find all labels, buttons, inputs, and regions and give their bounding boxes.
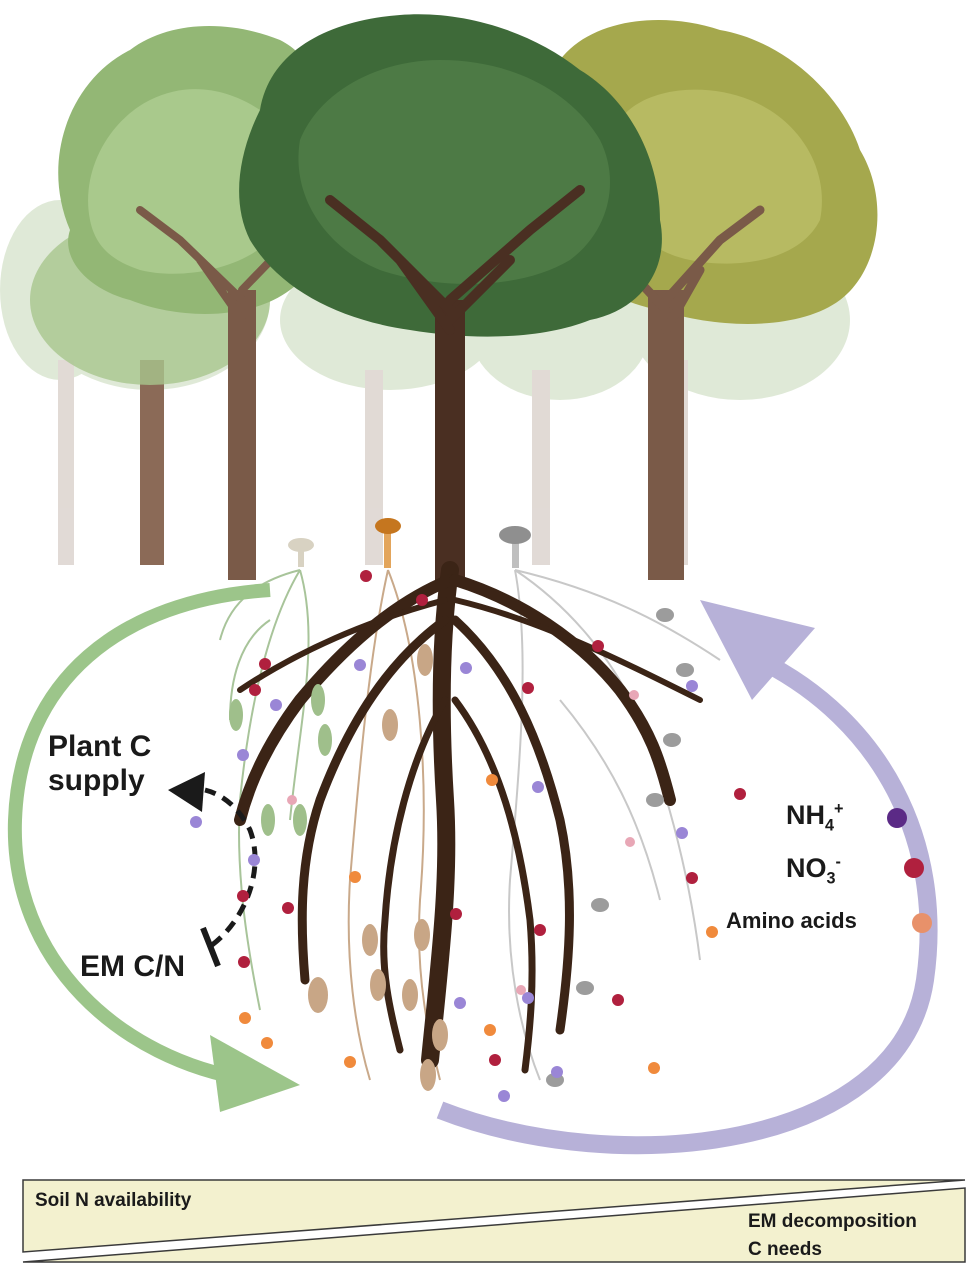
em-cn-label: EM C/N — [80, 950, 185, 983]
amino-acids-legend-dot — [912, 913, 932, 933]
nh4-sub: 4 — [825, 816, 835, 835]
no3-label: NO3- — [786, 853, 841, 888]
no3-sub: 3 — [826, 869, 836, 888]
no3-base: NO — [786, 853, 827, 883]
nh4-label: NH4+ — [786, 800, 843, 835]
nh4-base: NH — [786, 800, 825, 830]
plant-c-line1: Plant C — [48, 730, 152, 763]
root-tips — [229, 608, 694, 1091]
no3-sup: - — [835, 853, 841, 871]
c-needs-label: C needs — [748, 1239, 822, 1260]
nh4-legend-dot — [887, 808, 907, 828]
nitrogen-particles — [190, 570, 746, 1102]
green-cycle-arrow — [7, 583, 300, 1112]
plant-c-line2: supply — [48, 764, 145, 797]
gradient-bar — [22, 1179, 966, 1263]
plant-c-dashed-arrow — [168, 772, 258, 968]
soil-n-availability-label: Soil N availability — [35, 1190, 192, 1211]
tree-roots — [234, 561, 703, 1074]
no3-legend-dot — [904, 858, 924, 878]
em-decomposition-label: EM decomposition — [748, 1211, 917, 1232]
nh4-sup: + — [834, 800, 844, 818]
mushrooms — [288, 518, 531, 568]
plant-c-supply-label: Plant C supply — [48, 730, 151, 798]
dark-green-tree — [239, 14, 662, 580]
amino-acids-label: Amino acids — [726, 908, 857, 933]
purple-cycle-arrow — [436, 600, 938, 1155]
